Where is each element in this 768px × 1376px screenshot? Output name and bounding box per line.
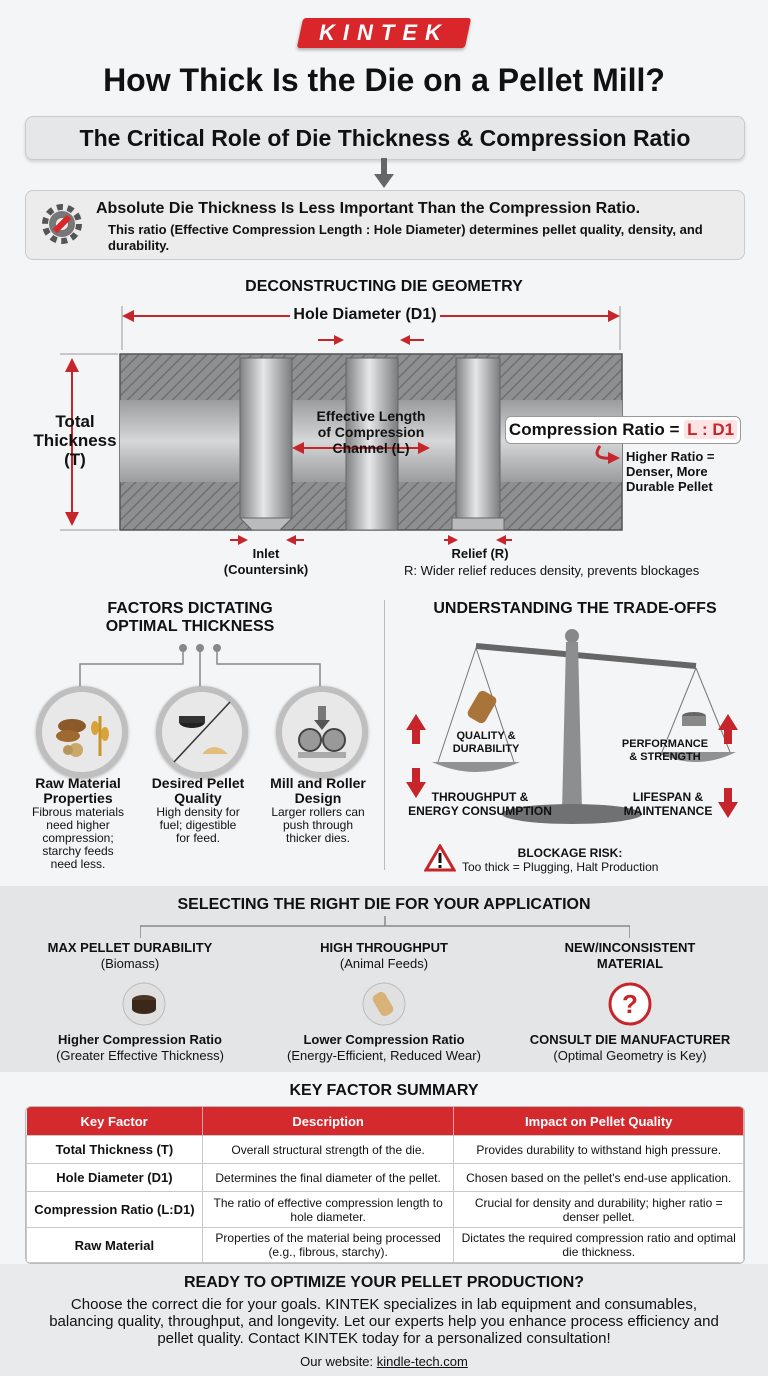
table-row: Compression Ratio (L:D1) The ratio of ef… xyxy=(26,1191,744,1228)
geometry-heading: DECONSTRUCTING DIE GEOMETRY xyxy=(245,278,523,295)
cta-section xyxy=(0,1264,768,1376)
light-pellet-icon xyxy=(362,982,406,1026)
question-icon: ? xyxy=(608,982,652,1026)
pellet-quality-icon xyxy=(156,686,248,778)
throughput-label: THROUGHPUT &ENERGY CONSUMPTION xyxy=(408,790,552,818)
down-arrow-icon xyxy=(374,158,394,188)
summary-heading: KEY FACTOR SUMMARY xyxy=(289,1082,479,1099)
col-impact: Impact on Pellet Quality xyxy=(453,1107,744,1136)
selection-connector xyxy=(140,916,630,938)
roller-icon xyxy=(276,686,368,778)
tradeoffs-heading: UNDERSTANDING THE TRADE-OFFS xyxy=(433,600,717,617)
col-key-factor: Key Factor xyxy=(26,1107,203,1136)
option-durability-result-sub: (Greater Effective Thickness) xyxy=(56,1048,224,1063)
website-link[interactable]: kindle-tech.com xyxy=(376,1354,468,1369)
key-point-box xyxy=(25,190,745,260)
section-divider xyxy=(384,600,385,870)
table-row: Total Thickness (T) Overall structural s… xyxy=(26,1135,744,1164)
summary-table: Key Factor Description Impact on Pellet … xyxy=(26,1107,744,1263)
svg-text:?: ? xyxy=(622,989,638,1019)
selection-heading: SELECTING THE RIGHT DIE FOR YOUR APPLICA… xyxy=(177,896,591,913)
option-durability-title: MAX PELLET DURABILITY xyxy=(47,940,213,955)
gear-wrench-icon xyxy=(42,204,82,244)
key-point-body: This ratio (Effective Compression Length… xyxy=(108,222,703,253)
website-line: Our website: kindle-tech.com xyxy=(300,1354,468,1369)
key-point-headline: Absolute Die Thickness Is Less Important… xyxy=(96,200,641,217)
relief-note: R: Wider relief reduces density, prevent… xyxy=(404,563,700,578)
left-pan-label: QUALITY &DURABILITY xyxy=(452,730,520,755)
option-durability-result: Higher Compression Ratio xyxy=(58,1032,222,1047)
option-throughput-result: Lower Compression Ratio xyxy=(303,1032,465,1047)
warning-icon xyxy=(424,844,456,872)
summary-table-wrap: Key Factor Description Impact on Pellet … xyxy=(25,1106,745,1264)
table-row: Hole Diameter (D1) Determines the final … xyxy=(26,1163,744,1192)
inlet-label: Inlet(Countersink) xyxy=(223,546,309,577)
option-new-material-title: NEW/INCONSISTENT xyxy=(564,940,696,955)
compression-ratio-box: Compression Ratio = L : D1 xyxy=(505,416,741,444)
ratio-value: L : D1 xyxy=(684,420,738,439)
die-diagram xyxy=(60,306,623,545)
raw-material-icon xyxy=(36,686,128,778)
balance-scale xyxy=(406,629,738,824)
page-title: How Thick Is the Die on a Pellet Mill? xyxy=(103,62,665,98)
cta-heading: READY TO OPTIMIZE YOUR PELLET PRODUCTION… xyxy=(183,1274,585,1291)
subtitle-banner: The Critical Role of Die Thickness & Com… xyxy=(25,116,745,160)
option-new-material-result: CONSULT DIE MANUFACTURER xyxy=(529,1032,731,1047)
selection-section xyxy=(0,886,768,1072)
blockage-risk-text: Too thick = Plugging, Halt Production xyxy=(462,860,659,874)
blockage-risk-title: BLOCKAGE RISK: xyxy=(517,846,623,860)
col-description: Description xyxy=(202,1107,455,1136)
table-row: Raw Material Properties of the material … xyxy=(26,1227,744,1263)
lifespan-label: LIFESPAN &MAINTENANCE xyxy=(623,790,713,818)
option-throughput-result-sub: (Energy-Efficient, Reduced Wear) xyxy=(287,1048,481,1063)
option-throughput-title: HIGH THROUGHPUT xyxy=(320,940,448,955)
option-new-material-result-sub: (Optimal Geometry is Key) xyxy=(553,1048,707,1063)
hole-diameter-label: Hole Diameter (D1) xyxy=(290,306,440,324)
kintek-logo: KINTEK xyxy=(296,18,472,48)
option-durability-sub: (Biomass) xyxy=(100,956,160,971)
option-new-material-sub: MATERIAL xyxy=(596,956,664,971)
dark-pellet-icon xyxy=(122,982,166,1026)
cta-body: Choose the correct die for your goals. K… xyxy=(49,1296,719,1347)
factors-connector xyxy=(79,644,321,688)
right-pan-label: PERFORMANCE& STRENGTH xyxy=(621,738,709,763)
option-throughput-sub: (Animal Feeds) xyxy=(339,956,429,971)
relief-label: Relief (R) xyxy=(451,546,509,561)
